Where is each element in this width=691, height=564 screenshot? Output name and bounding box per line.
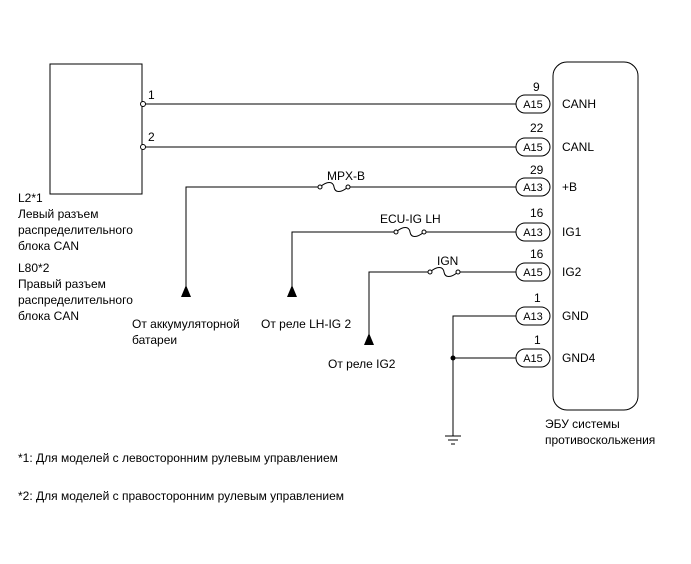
fuse-ign (429, 267, 459, 277)
connector-oval (515, 348, 551, 368)
source-lh-ig2-relay: От реле LH-IG 2 (261, 317, 351, 331)
source-battery-line-2: батареи (132, 333, 177, 347)
connector-code: A15 (523, 99, 543, 111)
connector-code: A13 (523, 182, 543, 194)
fuse-mpx-b (319, 182, 349, 192)
ecu-label-line-1: ЭБУ системы (545, 417, 620, 431)
wire-canh-end-terminal (140, 101, 146, 107)
footnote-1: *1: Для моделей с левосторонним рулевым … (18, 451, 338, 465)
ecu-terminal-gnd4: 1 A15 GND4 (515, 333, 596, 368)
left-label-line-5: L80*2 (18, 261, 50, 275)
footnote-2: *2: Для моделей с правосторонним рулевым… (18, 489, 344, 503)
wire-canl-end-terminal (140, 144, 146, 150)
connector-oval (515, 222, 551, 242)
fuse-mpx-b-left-terminal (317, 184, 323, 190)
fuse-ecu-ig-lh-right-terminal (421, 229, 427, 235)
left-label-line-2: Левый разъем (18, 207, 98, 221)
ecu-terminal-gnd: 1 A13 GND (515, 291, 589, 326)
left-label-line-6: Правый разъем (18, 277, 106, 291)
wire-ig1 (291, 231, 516, 291)
left-label-line-3: распределительного (18, 223, 133, 237)
connector-oval (515, 94, 551, 114)
connector-oval (515, 262, 551, 282)
terminal-pin-number: 1 (534, 291, 541, 305)
terminal-pin-number: 16 (530, 206, 544, 220)
terminal-pin-number: 9 (533, 80, 540, 94)
source-ig2-relay: От реле IG2 (328, 357, 396, 371)
ground-junction-dot (450, 355, 456, 361)
terminal-name: GND (562, 309, 589, 323)
source-battery-line-1: От аккумуляторной (132, 317, 240, 331)
left-label-line-4: блока CAN (18, 239, 79, 253)
fuse-mpx-b-label: MPX-B (327, 169, 365, 183)
can-junction-connector-box (49, 63, 143, 195)
fuse-ign-label: IGN (437, 254, 458, 268)
fuse-ign-right-terminal (455, 269, 461, 275)
arrow-from-ig2-relay (364, 333, 374, 345)
left-label-line-7: распределительного (18, 293, 133, 307)
ground-symbol (445, 435, 461, 445)
terminal-pin-number: 29 (530, 163, 544, 177)
left-pin-2: 2 (148, 130, 155, 144)
ecu-label-line-2: противоскольжения (545, 433, 655, 447)
terminal-name: CANH (562, 97, 596, 111)
ecu-terminal-canh: 9 A15 CANH (515, 80, 596, 114)
ecu-terminal-canl: 22 A15 CANL (515, 121, 594, 157)
terminal-pin-number: 1 (534, 333, 541, 347)
terminal-pin-number: 22 (530, 121, 544, 135)
arrow-from-battery (181, 285, 191, 297)
connector-oval (515, 137, 551, 157)
fuse-mpx-b-right-terminal (345, 184, 351, 190)
connector-code: A15 (523, 267, 543, 279)
wire-ig2 (368, 271, 516, 339)
fuse-ecu-ig-lh-label: ECU-IG LH (380, 212, 441, 226)
connector-code: A15 (523, 353, 543, 365)
ecu-terminal-plus-b: 29 A13 +B (515, 163, 577, 197)
left-label-line-8: блока CAN (18, 309, 79, 323)
fuse-ign-left-terminal (427, 269, 433, 275)
left-pin-1: 1 (148, 88, 155, 102)
fuse-ecu-ig-lh (395, 227, 425, 237)
fuse-ecu-ig-lh-left-terminal (393, 229, 399, 235)
ecu-box (552, 61, 639, 411)
connector-oval (515, 306, 551, 326)
wire-ground (452, 315, 516, 436)
connector-code: A13 (523, 227, 543, 239)
wire-plus-b (185, 186, 516, 291)
terminal-name: IG1 (562, 225, 582, 239)
arrow-from-lh-ig2-relay (287, 285, 297, 297)
terminal-name: +B (562, 180, 577, 194)
left-label-line-1: L2*1 (18, 191, 43, 205)
ecu-terminal-ig1: 16 A13 IG1 (515, 206, 582, 242)
connector-code: A15 (523, 142, 543, 154)
terminal-name: IG2 (562, 265, 582, 279)
terminal-pin-number: 16 (530, 247, 544, 261)
ecu-terminal-ig2: 16 A15 IG2 (515, 247, 582, 282)
terminal-name: GND4 (562, 351, 596, 365)
terminal-name: CANL (562, 140, 594, 154)
connector-oval (515, 177, 551, 197)
connector-code: A13 (523, 311, 543, 323)
